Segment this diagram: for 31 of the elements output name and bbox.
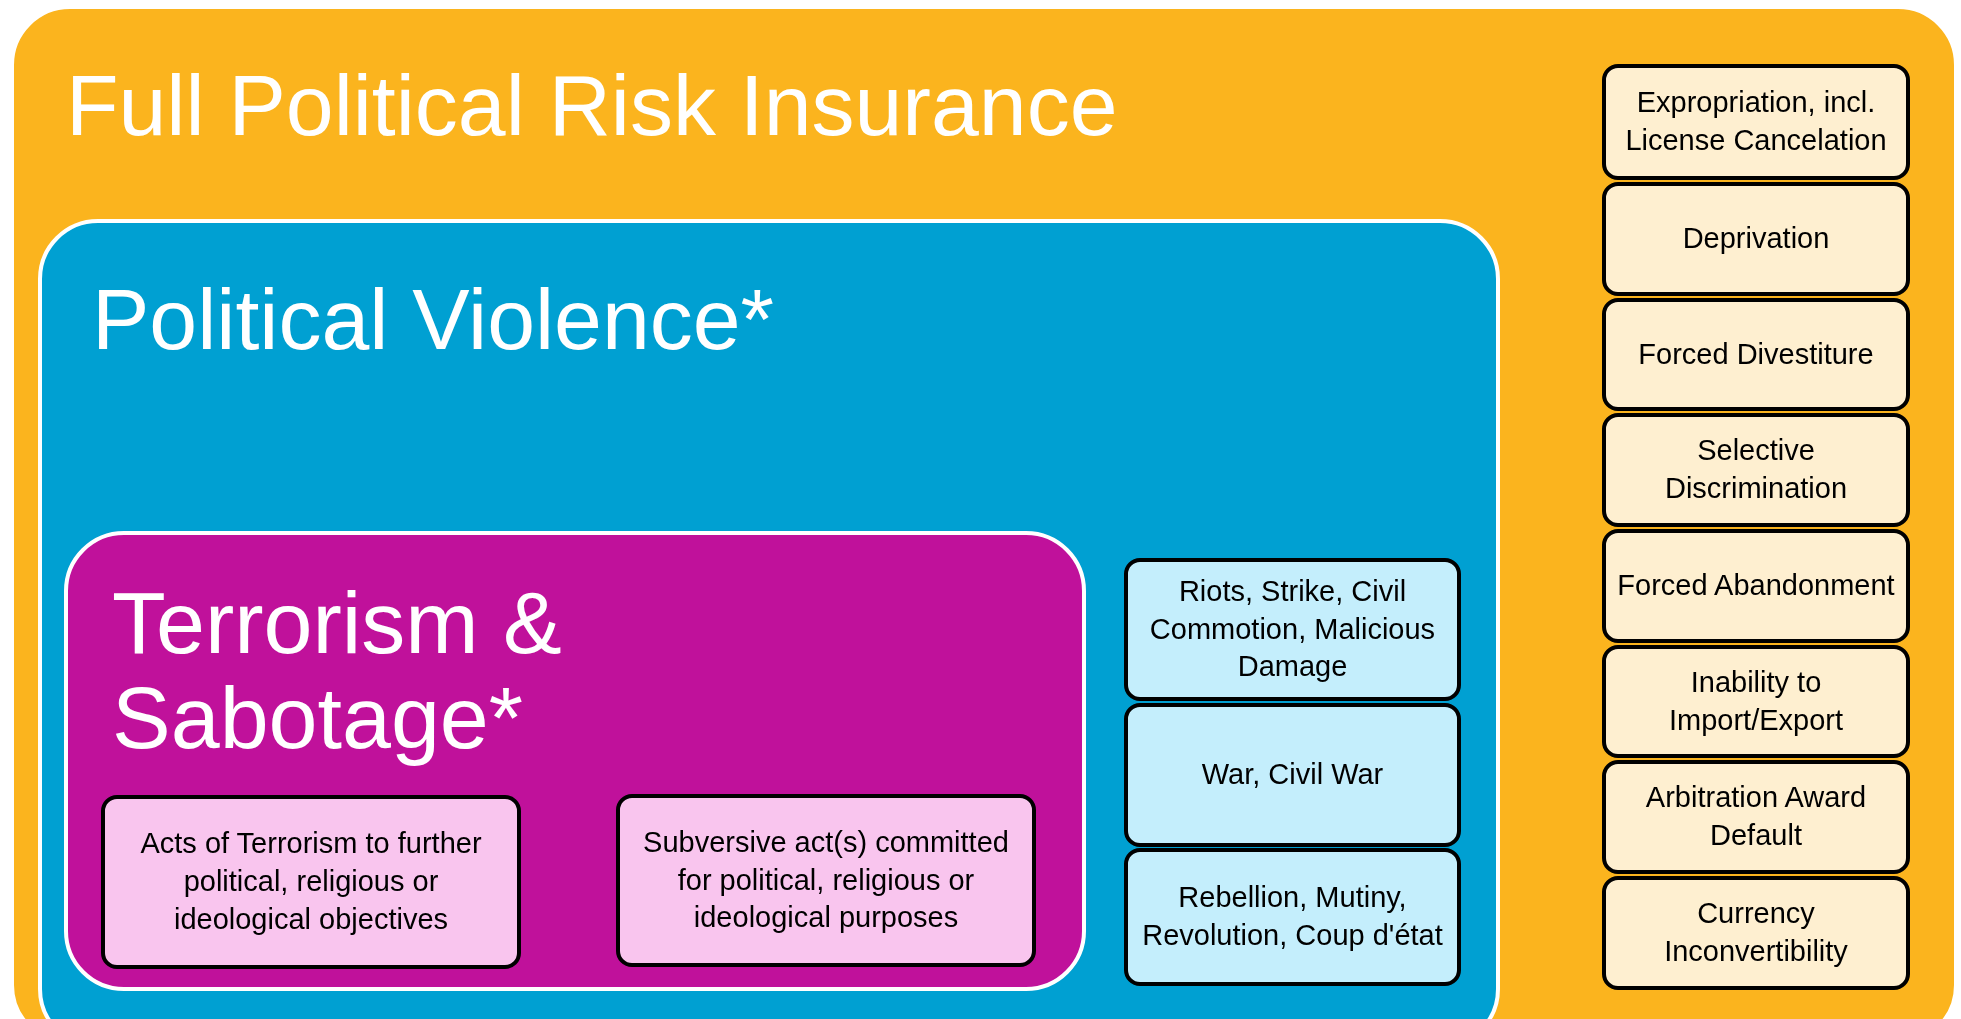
risk-box xyxy=(1124,558,1461,701)
risk-box xyxy=(1124,703,1461,847)
risk-label: Expropriation, incl. License Cancelation xyxy=(1624,85,1888,158)
risk-label: Arbitration Award Default xyxy=(1644,780,1868,853)
panel-title: Political Violence* xyxy=(92,273,776,366)
risk-label: Deprivation xyxy=(1682,221,1830,257)
risk-box xyxy=(101,795,521,969)
panel-title: Full Political Risk Insurance xyxy=(66,59,1119,152)
risk-box xyxy=(1124,848,1461,986)
risk-box xyxy=(1602,64,1910,180)
category-panel xyxy=(64,531,1086,991)
risk-label: Selective Discrimination xyxy=(1663,433,1849,506)
risk-box xyxy=(1602,529,1910,643)
panel-title: Terrorism & Sabotage* xyxy=(112,575,563,766)
risk-label: Rebellion, Mutiny, Revolution, Coup d'état xyxy=(1141,880,1444,953)
risk-label: War, Civil War xyxy=(1201,757,1384,793)
risk-box xyxy=(1602,760,1910,874)
risk-label: Riots, Strike, Civil Commotion, Malicious Damage xyxy=(1148,573,1437,685)
risk-box xyxy=(616,794,1036,967)
risk-box xyxy=(1602,298,1910,411)
category-panel xyxy=(38,219,1500,1019)
risk-box xyxy=(1602,413,1910,527)
risk-label: Inability to Import/Export xyxy=(1667,664,1845,738)
risk-label: Subversive act(s) committed for political, religious or ideological purposes xyxy=(642,824,1010,936)
risk-label: Currency Inconvertibility xyxy=(1663,896,1849,969)
risk-box xyxy=(1602,645,1910,758)
risk-box xyxy=(1602,876,1910,990)
risk-box xyxy=(1602,182,1910,296)
risk-label: Acts of Terrorism to further political, religious or ideological objectives xyxy=(139,826,483,937)
risk-label: Forced Abandonment xyxy=(1617,568,1895,604)
risk-label: Forced Divestiture xyxy=(1638,336,1874,372)
